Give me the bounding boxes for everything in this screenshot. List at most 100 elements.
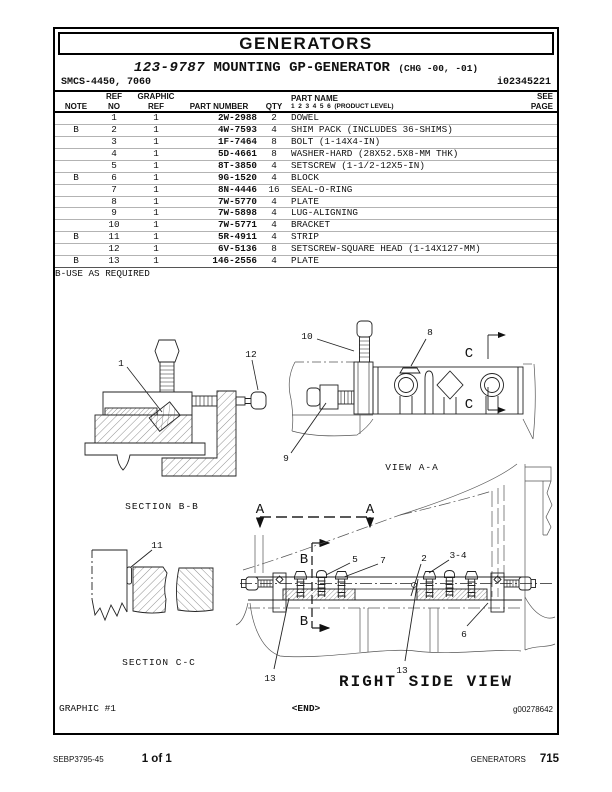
generator-body-outline: [235, 463, 556, 658]
technical-drawing: 1 12 SECTION B-B: [84, 320, 556, 691]
table-row: 3 1 1F-7464 8 BOLT (1-14X4-IN): [55, 136, 557, 149]
cell-part-number: 7W-5771: [181, 219, 257, 232]
section-letter-c: C: [465, 397, 473, 413]
cell-part-name: PLATE: [291, 255, 515, 268]
cell-see-page: [515, 112, 557, 124]
leader-line: [410, 563, 422, 597]
table-row: 4 1 5D-4661 8 WASHER-HARD (28X52.5X8-MM …: [55, 147, 557, 161]
section-letter-b: B: [300, 614, 308, 630]
callout-13: 13: [264, 673, 276, 684]
callout-8: 8: [427, 327, 433, 338]
cell-ref-no: 1: [111, 112, 117, 124]
leader-line: [325, 562, 351, 576]
callout-11: 11: [151, 540, 163, 551]
cell-ref-no: 4: [97, 147, 131, 161]
col-header-qty: QTY: [257, 91, 291, 114]
broken-edge: [91, 598, 128, 622]
cell-part-number: 9G-1520: [181, 171, 257, 185]
section-header-box: GENERATORS: [58, 32, 554, 55]
cell-note: [55, 195, 97, 208]
smcs-code: SMCS-4450, 7060: [61, 77, 152, 88]
part-group-name: MOUNTING GP-GENERATOR: [213, 60, 390, 76]
surface-outline: [288, 361, 536, 440]
setscrew-knob: [250, 391, 267, 410]
cell-note: [55, 159, 97, 173]
cell-see-page: [515, 183, 557, 197]
cell-qty: 8: [257, 147, 291, 161]
leader-line: [251, 359, 259, 391]
cell-ref-no: 6: [97, 171, 131, 185]
table-row: B 11 1 5R-4911 4 STRIP: [55, 231, 557, 244]
table-row: B 6 1 9G-1520 4 BLOCK: [55, 171, 557, 185]
cell-see-page: [515, 243, 557, 256]
cell-note: B: [55, 255, 97, 268]
cell-qty: 4: [257, 195, 291, 208]
frame-edge: [92, 549, 128, 612]
cell-note: [55, 147, 97, 161]
cell-ref-no: 9: [97, 207, 131, 220]
cell-graphic-ref: 1: [153, 112, 159, 124]
cell-part-name: SHIM PACK (INCLUDES 36-SHIMS): [291, 124, 515, 137]
cell-see-page: [515, 136, 557, 149]
smcs-row: SMCS-4450, 7060 i02345221: [61, 77, 551, 88]
section-header-title: GENERATORS: [239, 33, 373, 53]
cell-part-number: 1F-7464: [181, 136, 257, 149]
section-cc-diagram: 11 SECTION C-C: [91, 540, 214, 668]
footnote-text: B-USE AS REQUIRED: [55, 266, 557, 280]
section-letter-b: B: [300, 552, 308, 568]
product-level-legend: 1 2 3 4 5 6 (PRODUCT LEVEL): [291, 103, 394, 111]
graphic-footer-row: GRAPHIC #1 <END> g00278642: [59, 703, 553, 715]
cell-graphic-ref: 1: [131, 231, 181, 244]
section-bb-label: SECTION B-B: [125, 501, 199, 512]
cell-note: [55, 243, 97, 256]
bolt-head: [154, 339, 180, 363]
cell-part-number: 4W-7593: [181, 124, 257, 137]
leader-line: [466, 602, 489, 627]
end-bracket-right: [490, 572, 505, 613]
callout-1: 1: [118, 358, 124, 369]
leader-line: [130, 549, 153, 568]
cell-part-name: SETSCREW (1-1/2-12X5-IN): [291, 159, 515, 173]
bottom-plate: [84, 442, 206, 471]
parts-table-footnote: B-USE AS REQUIRED: [55, 266, 557, 280]
table-row: 10 1 7W-5771 4 BRACKET: [55, 219, 557, 232]
tab-8: [399, 367, 421, 374]
diamond-key: [436, 370, 464, 400]
end-marker: <END>: [291, 703, 321, 714]
cell-note: B: [55, 231, 97, 244]
cell-qty: 8: [257, 136, 291, 149]
cell-note: B: [55, 171, 97, 185]
footer-page-number: 715: [539, 753, 559, 765]
callout-10: 10: [301, 331, 313, 342]
cell-graphic-ref: 1: [131, 195, 181, 208]
cell-see-page: [515, 195, 557, 208]
cell-graphic-ref: 1: [131, 136, 181, 149]
leader-line: [428, 559, 450, 574]
section-bb-diagram: 1 12 SECTION B-B: [84, 339, 267, 512]
table-row: 8 1 7W-5770 4 PLATE: [55, 195, 557, 208]
cell-note: B: [55, 124, 97, 137]
l-bracket: [161, 390, 237, 477]
cell-qty: 2: [271, 112, 277, 124]
table-row: 1 1 2W-2988 2 DOWEL: [55, 112, 557, 124]
cell-part-name: STRIP: [291, 231, 515, 244]
cell-note: [55, 136, 97, 149]
cell-part-number: 5D-4661: [181, 147, 257, 161]
cell-qty: 4: [257, 171, 291, 185]
callout-3-4: 3-4: [449, 550, 466, 561]
footer-page-info: 1 of 1: [141, 753, 172, 765]
table-row: 12 1 6V-5136 8 SETSCREW-SQUARE HEAD (1-1…: [55, 243, 557, 256]
table-row: B 13 1 146-2556 4 PLATE: [55, 255, 557, 268]
bolt-hole: [394, 373, 418, 397]
media-id: i02345221: [496, 77, 551, 88]
strip-11: [126, 566, 132, 585]
cell-part-name: BRACKET: [291, 219, 515, 232]
table-row: 5 1 8T-3850 4 SETSCREW (1-1/2-12X5-IN): [55, 159, 557, 173]
cell-part-name: BOLT (1-14X4-IN): [291, 136, 515, 149]
cell-qty: 4: [257, 231, 291, 244]
page-footer: SEBP3795-45 1 of 1 GENERATORS 715: [53, 753, 559, 765]
